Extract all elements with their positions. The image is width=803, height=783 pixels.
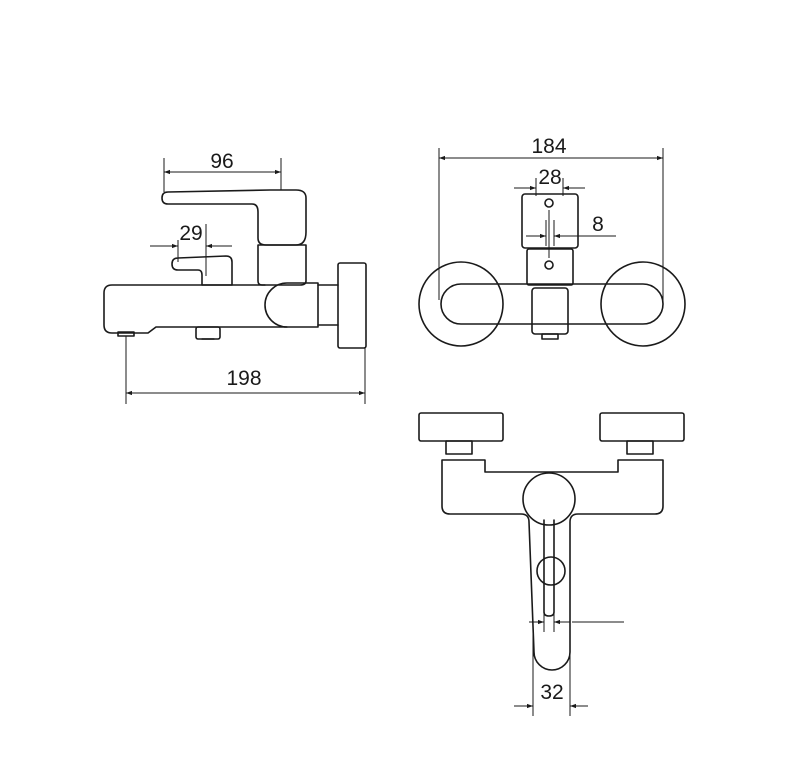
dim-184-label: 184 xyxy=(531,135,566,158)
dim-29-label: 29 xyxy=(179,222,202,245)
front-view: 184 28 8 xyxy=(418,135,686,347)
side-diverter xyxy=(195,326,221,340)
side-cartridge xyxy=(257,244,307,286)
top-right-plate xyxy=(599,412,685,442)
front-body-bar xyxy=(440,283,664,325)
dim-32-label: 32 xyxy=(540,681,563,704)
side-wall-plate xyxy=(337,262,367,349)
side-aerator xyxy=(117,331,135,337)
top-lever-disc xyxy=(522,472,576,526)
side-connector xyxy=(317,284,339,326)
top-diverter-disc xyxy=(536,556,566,586)
side-lever xyxy=(161,189,307,246)
side-view: 96 29 198 xyxy=(103,150,367,404)
side-body xyxy=(264,282,319,328)
dim-96-label: 96 xyxy=(210,150,233,173)
dim-198-label: 198 xyxy=(226,367,261,390)
side-diverter-handle xyxy=(171,255,233,286)
top-left-plate xyxy=(418,412,504,442)
front-right-flange xyxy=(600,261,686,347)
top-view: 32 xyxy=(418,412,685,716)
front-lever xyxy=(521,193,579,249)
top-body xyxy=(441,459,664,671)
front-spout xyxy=(531,287,569,335)
dim-8-label: 8 xyxy=(592,213,604,236)
front-cartridge xyxy=(526,248,574,286)
dim-28-label: 28 xyxy=(538,166,561,189)
top-lever-stem xyxy=(543,519,555,617)
side-spout xyxy=(103,284,288,334)
front-left-flange xyxy=(418,261,504,347)
